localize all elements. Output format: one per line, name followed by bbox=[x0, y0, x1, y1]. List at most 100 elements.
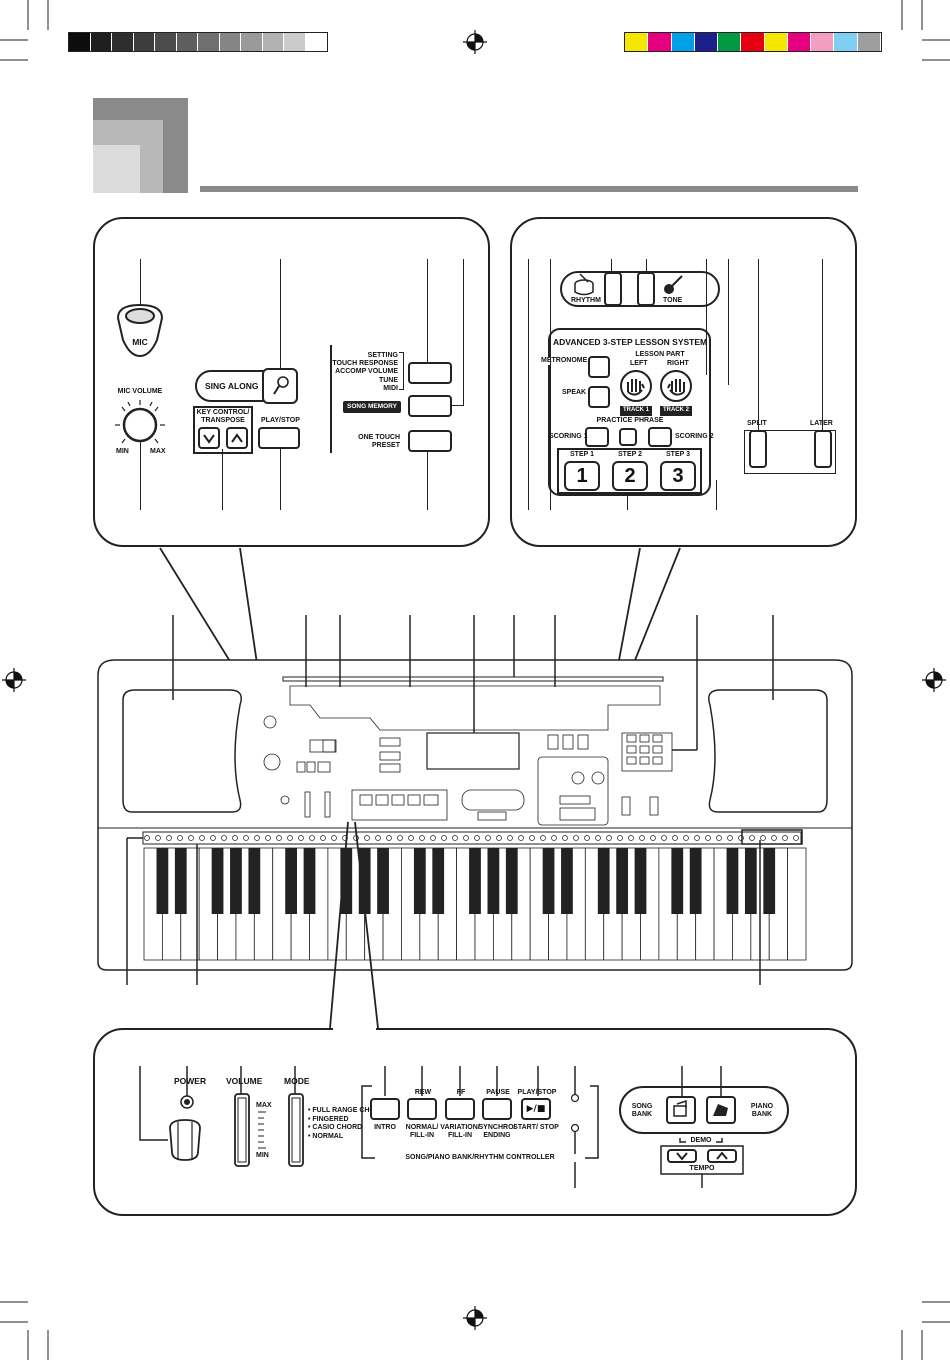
tempo-label: TEMPO bbox=[689, 1165, 715, 1172]
leader-line bbox=[627, 494, 628, 510]
black-key bbox=[413, 848, 426, 914]
tempo-down-button[interactable] bbox=[667, 1149, 697, 1163]
controller-top-label: REW bbox=[414, 1089, 432, 1096]
key-control-frame bbox=[193, 406, 253, 454]
controller-top-label: FF bbox=[456, 1089, 466, 1096]
sing-along-label: SING ALONG bbox=[205, 381, 259, 391]
controller-button-4[interactable] bbox=[482, 1098, 512, 1120]
setting-line: ACCOMP VOLUME bbox=[335, 368, 398, 376]
key-label-icon bbox=[529, 835, 535, 841]
later-button[interactable] bbox=[814, 430, 832, 468]
color-swatch bbox=[625, 33, 649, 51]
key-down-button[interactable] bbox=[198, 427, 220, 449]
scoring2-button[interactable] bbox=[648, 427, 672, 447]
black-key bbox=[487, 848, 500, 914]
key-label-icon bbox=[408, 835, 414, 841]
power-label: POWER bbox=[174, 1076, 207, 1086]
black-key bbox=[726, 848, 739, 914]
power-adapter-jack[interactable] bbox=[170, 1120, 200, 1160]
step-3-button[interactable]: 3 bbox=[660, 461, 696, 491]
practice-phrase-button[interactable] bbox=[619, 428, 637, 446]
black-key bbox=[689, 848, 702, 914]
volume-max-label: MAX bbox=[256, 1102, 272, 1109]
controller-bottom-label: VARIATION/ FILL-IN bbox=[440, 1124, 480, 1139]
leader-line bbox=[463, 259, 464, 406]
song-bank-button[interactable] bbox=[666, 1096, 696, 1124]
gray-swatch bbox=[90, 33, 112, 51]
scoring1-button[interactable] bbox=[585, 427, 609, 447]
mode-slider[interactable] bbox=[289, 1094, 303, 1166]
black-key bbox=[597, 848, 610, 914]
key-label-icon bbox=[628, 835, 634, 841]
volume-slider[interactable] bbox=[235, 1094, 249, 1166]
mode-option: • CASIO CHORD bbox=[308, 1124, 363, 1132]
sing-along-button[interactable] bbox=[262, 368, 298, 404]
left-hand-button[interactable] bbox=[620, 370, 652, 402]
setting-line: TOUCH RESPONSE bbox=[332, 360, 398, 368]
one-touch-preset-button[interactable] bbox=[408, 430, 452, 452]
track1-badge bbox=[620, 406, 652, 416]
leader-line bbox=[222, 449, 223, 510]
color-swatch bbox=[648, 33, 672, 51]
color-swatch bbox=[671, 33, 695, 51]
key-label-icon bbox=[727, 835, 733, 841]
volume-min-label: MIN bbox=[256, 1152, 269, 1159]
chevron-down-icon bbox=[676, 1152, 688, 1161]
setting-button[interactable] bbox=[408, 362, 452, 384]
speak-button[interactable] bbox=[588, 386, 610, 408]
step-label: STEP 1 bbox=[570, 451, 594, 458]
metronome-button[interactable] bbox=[588, 356, 610, 378]
tempo-up-button[interactable] bbox=[707, 1149, 737, 1163]
track2-badge bbox=[660, 406, 692, 416]
black-key bbox=[469, 848, 481, 914]
controller-caption: SONG/PIANO BANK/RHYTHM CONTROLLER bbox=[375, 1154, 585, 1162]
leader-line bbox=[528, 259, 529, 510]
rhythm-button[interactable] bbox=[604, 272, 622, 306]
step-1-button[interactable]: 1 bbox=[564, 461, 600, 491]
color-swatch bbox=[811, 33, 835, 51]
lesson-part-label: LESSON PART bbox=[635, 351, 685, 358]
black-key bbox=[248, 848, 261, 914]
piano-bank-button[interactable] bbox=[706, 1096, 736, 1124]
black-key bbox=[340, 848, 353, 914]
split-label: SPLIT bbox=[747, 420, 767, 427]
right-hand-button[interactable] bbox=[660, 370, 692, 402]
play-stop-button[interactable] bbox=[258, 427, 300, 449]
gray-swatch bbox=[219, 33, 241, 51]
key-label-icon bbox=[144, 835, 150, 841]
tone-button[interactable] bbox=[637, 272, 655, 306]
controller-button-3[interactable] bbox=[445, 1098, 475, 1120]
setting-line: TUNE bbox=[378, 376, 398, 384]
track1-label: TRACK 1 bbox=[622, 407, 649, 413]
song-memory-button[interactable] bbox=[408, 395, 452, 417]
leader-line bbox=[822, 259, 823, 430]
controller-bottom-label: INTRO bbox=[374, 1124, 396, 1131]
white-key bbox=[787, 847, 807, 961]
controller-top-label: PLAY/STOP bbox=[517, 1089, 557, 1096]
key-label-icon bbox=[265, 835, 271, 841]
key-label-icon bbox=[584, 835, 590, 841]
key-label-icon bbox=[606, 835, 612, 841]
split-button[interactable] bbox=[749, 430, 767, 468]
black-key bbox=[763, 848, 776, 914]
key-label-icon bbox=[507, 835, 513, 841]
step-number: 2 bbox=[624, 464, 636, 487]
power-button[interactable] bbox=[180, 1095, 194, 1109]
step-number: 3 bbox=[672, 464, 684, 487]
controller-button-2[interactable] bbox=[407, 1098, 437, 1120]
controller-button-5[interactable]: ▶/■ bbox=[521, 1098, 551, 1120]
key-label-icon bbox=[782, 835, 788, 841]
key-label-icon bbox=[540, 835, 546, 841]
key-label-icon bbox=[287, 835, 293, 841]
color-swatch bbox=[834, 33, 858, 51]
step-2-button[interactable]: 2 bbox=[612, 461, 648, 491]
key-label-icon bbox=[518, 835, 524, 841]
step-label: STEP 3 bbox=[666, 451, 690, 458]
key-label-icon bbox=[243, 835, 249, 841]
song-bank-label: SONG BANK bbox=[631, 1103, 653, 1118]
leader-line bbox=[452, 405, 464, 406]
key-up-button[interactable] bbox=[226, 427, 248, 449]
controller-button-1[interactable] bbox=[370, 1098, 400, 1120]
